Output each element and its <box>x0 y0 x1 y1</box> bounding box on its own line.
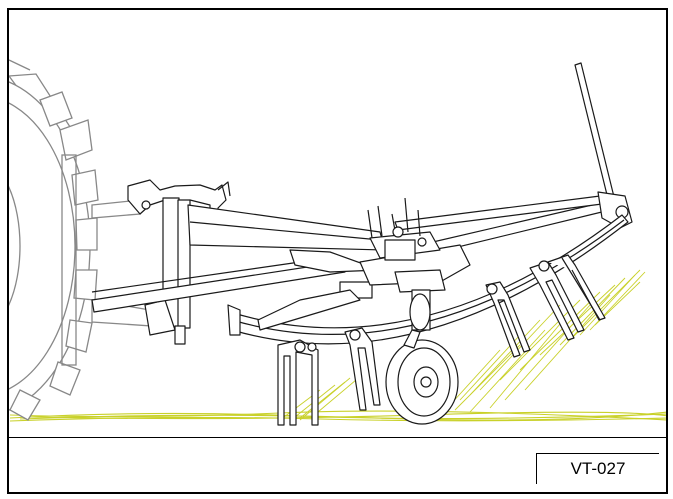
rake-linework <box>91 62 633 426</box>
title-block-divider <box>9 437 666 438</box>
main-frame-arm <box>187 204 386 299</box>
drawing-frame <box>7 8 668 494</box>
rotor-head <box>359 197 471 331</box>
transport-bar <box>394 62 633 256</box>
ground-wheel <box>385 329 459 425</box>
reference-code-label: VT-027 <box>536 453 659 484</box>
lower-drawbar-2 <box>91 261 301 293</box>
tine-arms-right <box>485 254 606 358</box>
tine-arms-left <box>277 327 381 426</box>
tractor-wheel <box>9 59 153 421</box>
